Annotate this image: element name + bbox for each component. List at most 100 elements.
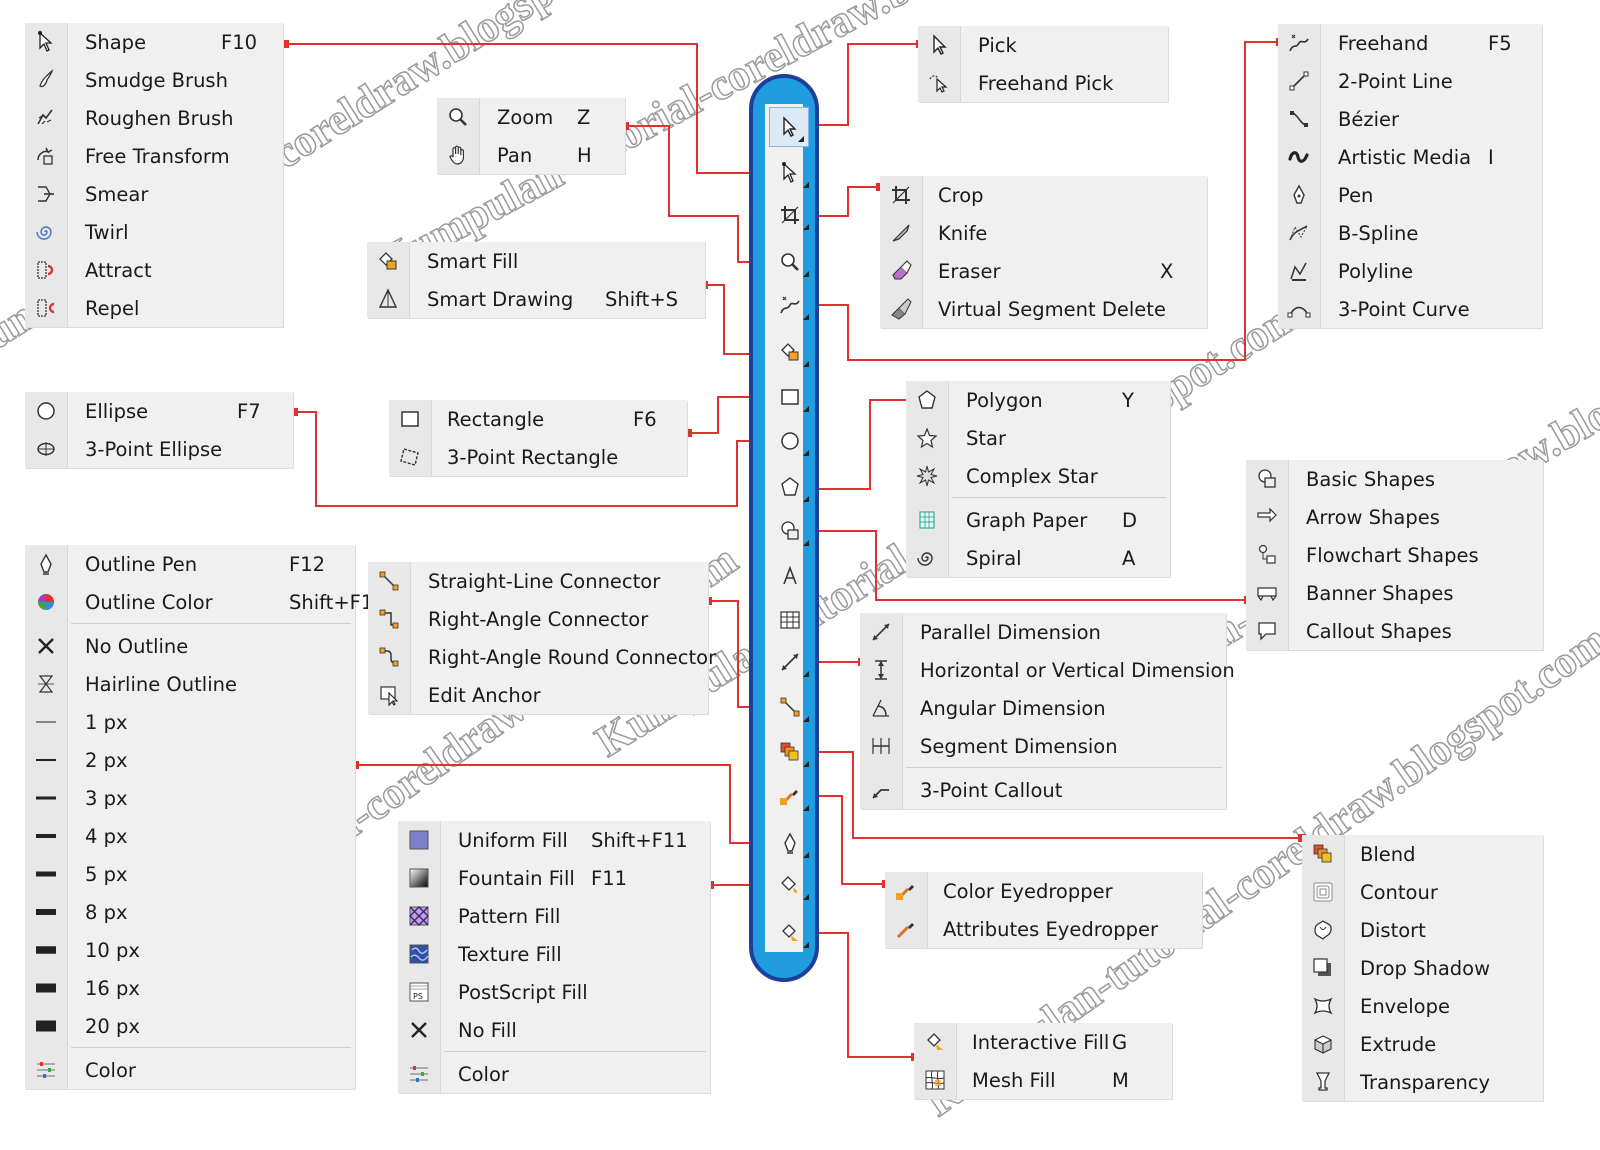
menu-item[interactable]: Color: [25, 1051, 355, 1089]
menu-item[interactable]: Bézier: [1278, 100, 1542, 138]
toolbox-eyedropper-button[interactable]: [767, 777, 813, 815]
menu-item[interactable]: Crop: [880, 176, 1207, 214]
menu-item[interactable]: No Fill: [398, 1011, 710, 1049]
menu-item[interactable]: Blend: [1302, 835, 1543, 873]
menu-item[interactable]: 3 px: [25, 779, 355, 817]
menu-item[interactable]: Star: [906, 419, 1170, 457]
menu-item[interactable]: Texture Fill: [398, 935, 710, 973]
menu-item[interactable]: Repel: [25, 289, 283, 327]
menu-item[interactable]: Color Eyedropper: [885, 872, 1202, 910]
menu-item[interactable]: No Outline: [25, 627, 355, 665]
toolbox-zoom-button[interactable]: [767, 243, 813, 281]
menu-item[interactable]: Attract: [25, 251, 283, 289]
menu-item[interactable]: Twirl: [25, 213, 283, 251]
menu-item[interactable]: 3-Point Curve: [1278, 290, 1542, 328]
toolbox-ellipse-button[interactable]: [767, 422, 813, 460]
menu-item[interactable]: Parallel Dimension: [860, 613, 1226, 651]
menu-item[interactable]: 3-Point Ellipse: [25, 430, 293, 468]
menu-item[interactable]: Free Transform: [25, 137, 283, 175]
menu-item[interactable]: Drop Shadow: [1302, 949, 1543, 987]
menu-item[interactable]: 2-Point Line: [1278, 62, 1542, 100]
menu-item[interactable]: Smudge Brush: [25, 61, 283, 99]
toolbox-smartfill-button[interactable]: [767, 333, 813, 371]
menu-item[interactable]: Complex Star: [906, 457, 1170, 495]
menu-item[interactable]: Right-Angle Round Connector: [368, 638, 716, 676]
menu-item[interactable]: Virtual Segment Delete: [880, 290, 1207, 328]
toolbox-interactivefill-button[interactable]: [767, 914, 813, 952]
menu-item[interactable]: Pen: [1278, 176, 1542, 214]
menu-item[interactable]: Horizontal or Vertical Dimension: [860, 651, 1235, 689]
toolbox-rectangle-button[interactable]: [767, 378, 813, 416]
menu-item[interactable]: Knife: [880, 214, 1207, 252]
menu-item[interactable]: Segment Dimension: [860, 727, 1226, 765]
menu-item[interactable]: Pick: [918, 26, 1168, 64]
toolbox-table-button[interactable]: [767, 601, 813, 639]
menu-item[interactable]: Pattern Fill: [398, 897, 710, 935]
menu-item[interactable]: Smart Fill: [367, 242, 705, 280]
menu-item[interactable]: B-Spline: [1278, 214, 1542, 252]
menu-item[interactable]: Contour: [1302, 873, 1543, 911]
toolbox-freehand-button[interactable]: [767, 286, 813, 324]
menu-item[interactable]: Arrow Shapes: [1246, 498, 1543, 536]
toolbox-fill-button[interactable]: [767, 866, 813, 904]
menu-item[interactable]: Attributes Eyedropper: [885, 910, 1202, 948]
menu-item[interactable]: Smear: [25, 175, 283, 213]
toolbox-pick-button[interactable]: [769, 107, 809, 147]
menu-item[interactable]: Callout Shapes: [1246, 612, 1543, 650]
menu-item[interactable]: Color: [398, 1055, 710, 1093]
menu-item[interactable]: Banner Shapes: [1246, 574, 1543, 612]
menu-item[interactable]: 10 px: [25, 931, 355, 969]
menu-item[interactable]: 8 px: [25, 893, 355, 931]
menu-item[interactable]: 16 px: [25, 969, 355, 1007]
menu-item[interactable]: 3-Point Callout: [860, 771, 1226, 809]
menu-item[interactable]: Transparency: [1302, 1063, 1543, 1101]
toolbox-dimension-button[interactable]: [767, 643, 813, 681]
menu-item[interactable]: Edit Anchor: [368, 676, 708, 714]
menu-item[interactable]: Polyline: [1278, 252, 1542, 290]
toolbox-blend-button[interactable]: [767, 733, 813, 771]
toolbox-shape-button[interactable]: [767, 154, 813, 192]
menu-item[interactable]: Basic Shapes: [1246, 460, 1543, 498]
menu-item[interactable]: 5 px: [25, 855, 355, 893]
menu-item[interactable]: 1 px: [25, 703, 355, 741]
toolbox-polygon-button[interactable]: [767, 468, 813, 506]
menu-item[interactable]: Angular Dimension: [860, 689, 1226, 727]
toolbox-basicshapes-button[interactable]: [767, 512, 813, 550]
menu-item[interactable]: Hairline Outline: [25, 665, 355, 703]
menu-item[interactable]: Roughen Brush: [25, 99, 283, 137]
menu-item[interactable]: Freehand Pick: [918, 64, 1168, 102]
menu-item[interactable]: 3-Point Rectangle: [389, 438, 687, 476]
menu-item[interactable]: 4 px: [25, 817, 355, 855]
menu-item[interactable]: Straight-Line Connector: [368, 562, 708, 600]
menu-item[interactable]: Distort: [1302, 911, 1543, 949]
toolbox-crop-button[interactable]: [767, 196, 813, 234]
menu-item[interactable]: Flowchart Shapes: [1246, 536, 1543, 574]
toolbox-outline-button[interactable]: [767, 824, 813, 862]
toolbox-connector-button[interactable]: [767, 688, 813, 726]
toolbox-text-button[interactable]: [767, 557, 813, 595]
menu-item[interactable]: 20 px: [25, 1007, 355, 1045]
menu-item[interactable]: Envelope: [1302, 987, 1543, 1025]
menu-item[interactable]: Extrude: [1302, 1025, 1543, 1063]
menu-item[interactable]: Right-Angle Connector: [368, 600, 708, 638]
menu-item[interactable]: 2 px: [25, 741, 355, 779]
